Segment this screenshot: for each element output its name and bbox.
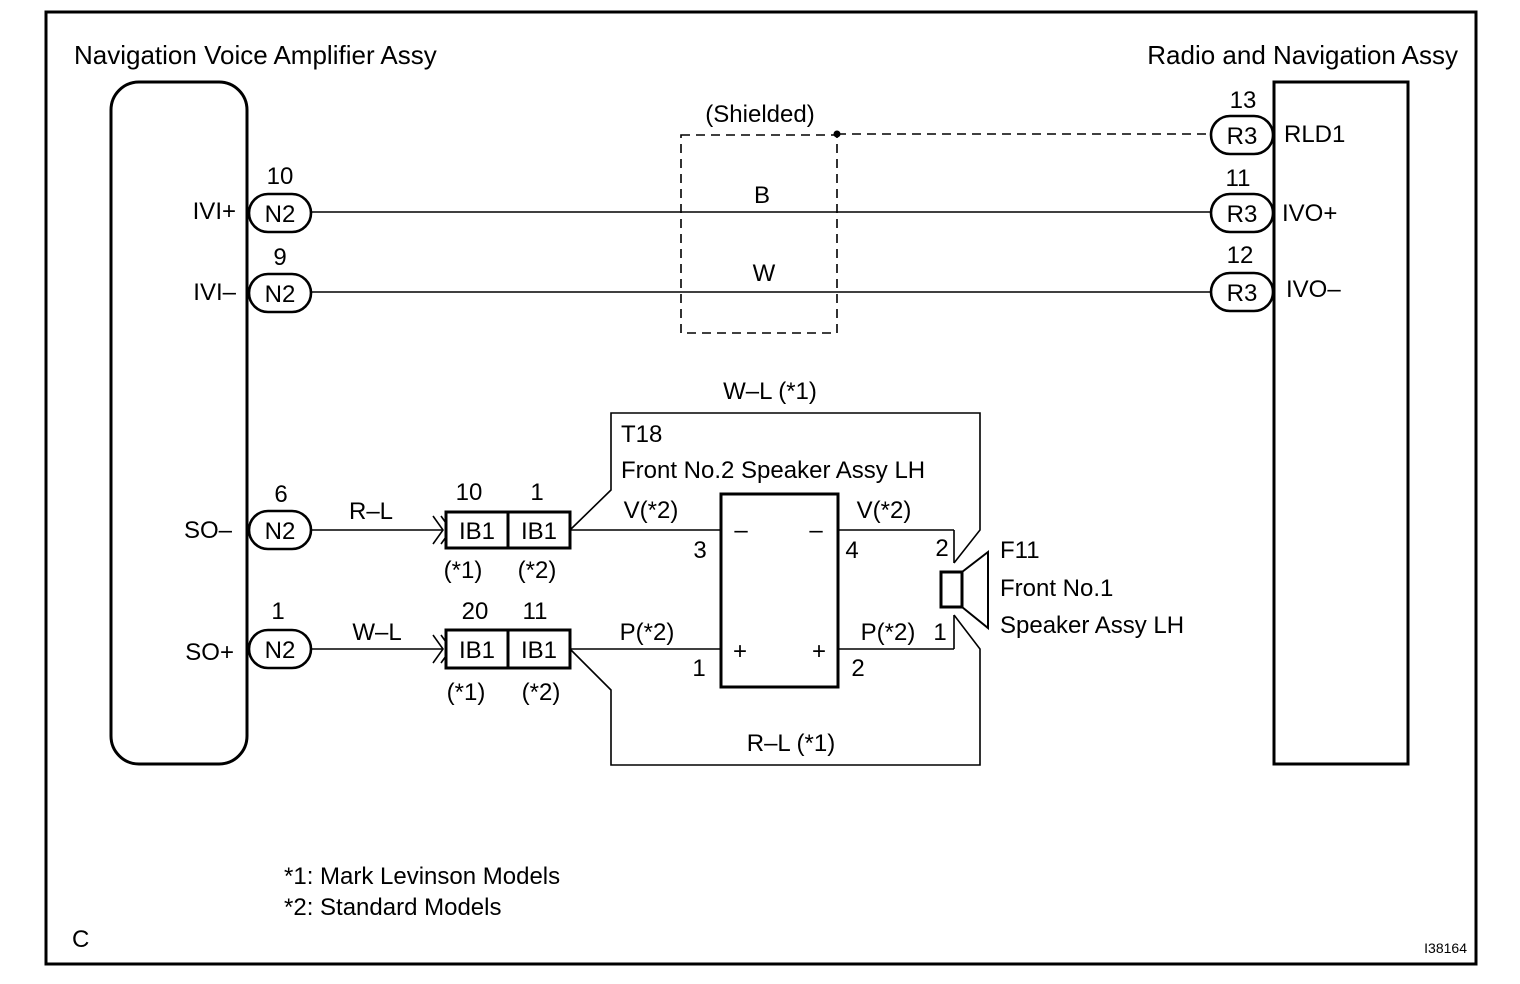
right-pin-ivo-minus: 12 R3 IVO– bbox=[1209, 242, 1341, 313]
navigation-voice-amplifier-body bbox=[109, 80, 249, 766]
f11-speaker-cone-icon bbox=[961, 549, 989, 631]
t18-plus-right: + bbox=[812, 638, 826, 665]
figure-id: I38164 bbox=[1424, 940, 1467, 956]
note-standard: *2: Standard Models bbox=[284, 894, 501, 921]
t18-speaker: – – + + 3 4 1 2 bbox=[692, 492, 865, 689]
t18-pin-1: 1 bbox=[692, 655, 705, 682]
pin-number: 6 bbox=[274, 481, 287, 508]
junction-ib1-10 bbox=[444, 510, 510, 550]
left-pin-so-plus: 1 N2 SO+ bbox=[185, 598, 313, 670]
note-mark-levinson: *1: Mark Levinson Models bbox=[284, 863, 560, 890]
connector-oval bbox=[247, 509, 313, 551]
corner-letter: C bbox=[72, 926, 89, 953]
right-component-title: Radio and Navigation Assy bbox=[1147, 40, 1458, 70]
wire-color-v-right: V(*2) bbox=[857, 497, 912, 524]
right-pin-ivo-plus: 11 R3 IVO+ bbox=[1209, 165, 1337, 234]
shield-box bbox=[680, 134, 838, 334]
connector-code: R3 bbox=[1227, 123, 1258, 150]
left-pin-ivi-plus: 10 N2 IVI+ bbox=[193, 163, 313, 234]
t18-pin-3: 3 bbox=[693, 537, 706, 564]
wire-color-so-plus: W–L bbox=[352, 619, 401, 646]
t18-plus-left: + bbox=[733, 638, 747, 665]
signal-label: IVO+ bbox=[1282, 200, 1337, 227]
signal-label: IVI– bbox=[193, 279, 236, 306]
connector-code: N2 bbox=[265, 281, 296, 308]
f11-pin-1: 1 bbox=[933, 619, 946, 646]
signal-label: SO+ bbox=[185, 639, 234, 666]
t18-minus-right: – bbox=[809, 517, 823, 544]
wire-color-ivi-plus: B bbox=[754, 182, 770, 209]
shield-junction-dot bbox=[833, 130, 841, 138]
f11-name-line2: Speaker Assy LH bbox=[1000, 612, 1184, 639]
junction-note: (*2) bbox=[518, 557, 557, 584]
connector-code: N2 bbox=[265, 518, 296, 545]
junction-code: IB1 bbox=[459, 637, 495, 664]
left-pin-ivi-minus: 9 N2 IVI– bbox=[193, 244, 313, 314]
diagram-frame bbox=[44, 10, 1478, 966]
f11-speaker-magnet-icon bbox=[939, 570, 964, 609]
right-pin-rld1: 13 R3 RLD1 bbox=[1209, 87, 1345, 156]
pin-number: 1 bbox=[271, 598, 284, 625]
pin-number: 11 bbox=[1226, 165, 1251, 192]
junction-note: (*1) bbox=[444, 557, 483, 584]
wire-color-p-left: P(*2) bbox=[620, 619, 675, 646]
f11-speaker: 2 1 F11 Front No.1 Speaker Assy LH bbox=[933, 535, 1184, 646]
connector-oval bbox=[247, 272, 313, 314]
t18-name: Front No.2 Speaker Assy LH bbox=[621, 457, 925, 484]
pin-number: 13 bbox=[1230, 87, 1257, 114]
junction-ib1-11 bbox=[506, 628, 572, 670]
shield-label: (Shielded) bbox=[705, 101, 814, 128]
t18-pin-2: 2 bbox=[851, 655, 864, 682]
signal-label: IVO– bbox=[1286, 276, 1341, 303]
connector-code: R3 bbox=[1227, 201, 1258, 228]
junction-pin: 1 bbox=[530, 479, 543, 506]
t18-pin-4: 4 bbox=[845, 537, 858, 564]
connector-code: N2 bbox=[265, 637, 296, 664]
f11-name-line1: Front No.1 bbox=[1000, 575, 1113, 602]
signal-label: SO– bbox=[184, 517, 233, 544]
connector-oval bbox=[247, 628, 313, 670]
connector-code: N2 bbox=[265, 201, 296, 228]
signal-label: RLD1 bbox=[1284, 121, 1345, 148]
junction-code: IB1 bbox=[521, 518, 557, 545]
junction-ib1-1 bbox=[506, 510, 572, 550]
wire-color-ivi-minus: W bbox=[753, 260, 776, 287]
signal-label: IVI+ bbox=[193, 198, 236, 225]
connector-oval bbox=[1209, 114, 1275, 156]
connector-oval bbox=[247, 192, 313, 234]
connector-oval bbox=[1209, 192, 1275, 234]
junction-pin: 20 bbox=[462, 598, 489, 625]
pin-number: 10 bbox=[267, 163, 294, 190]
junction-block-lower: IB1 IB1 20 11 (*1) (*2) bbox=[444, 598, 572, 706]
junction-note: (*1) bbox=[447, 679, 486, 706]
wire-bottom-bypass bbox=[569, 614, 981, 766]
t18-code: T18 bbox=[621, 421, 662, 448]
left-component-title: Navigation Voice Amplifier Assy bbox=[74, 40, 437, 70]
junction-code: IB1 bbox=[459, 518, 495, 545]
wire-color-v-left: V(*2) bbox=[624, 497, 679, 524]
t18-minus-left: – bbox=[734, 517, 748, 544]
junction-code: IB1 bbox=[521, 637, 557, 664]
t18-body bbox=[719, 492, 840, 689]
junction-pin: 11 bbox=[523, 598, 548, 625]
junction-pin: 10 bbox=[456, 479, 483, 506]
connector-code: R3 bbox=[1227, 280, 1258, 307]
radio-navigation-body bbox=[1272, 80, 1410, 766]
wire-color-so-minus: R–L bbox=[349, 498, 393, 525]
wire-top-bypass bbox=[569, 412, 981, 564]
left-pin-so-minus: 6 N2 SO– bbox=[184, 481, 313, 551]
pin-number: 12 bbox=[1227, 242, 1254, 269]
wire-color-top-bypass: W–L (*1) bbox=[723, 378, 817, 405]
wire-color-bottom-bypass: R–L (*1) bbox=[747, 730, 835, 757]
f11-pin-2: 2 bbox=[935, 535, 948, 562]
f11-code: F11 bbox=[1000, 537, 1040, 564]
junction-block-upper: IB1 IB1 10 1 (*1) (*2) bbox=[444, 479, 572, 584]
wire-color-p-right: P(*2) bbox=[861, 619, 916, 646]
connector-oval bbox=[1209, 271, 1275, 313]
pin-number: 9 bbox=[273, 244, 286, 271]
junction-note: (*2) bbox=[522, 679, 561, 706]
